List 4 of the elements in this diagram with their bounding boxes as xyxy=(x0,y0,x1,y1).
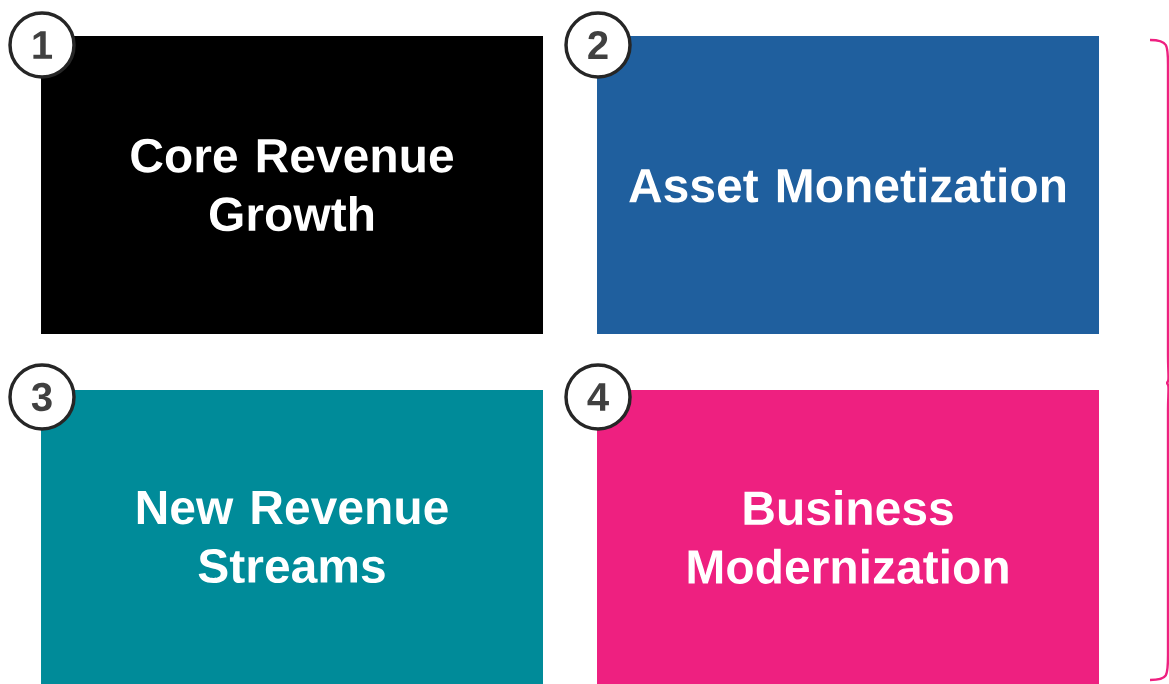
number-badge: 3 xyxy=(8,363,76,431)
number-badge: 2 xyxy=(564,11,632,79)
number-badge: 1 xyxy=(8,11,76,79)
number-badge: 4 xyxy=(564,363,632,431)
